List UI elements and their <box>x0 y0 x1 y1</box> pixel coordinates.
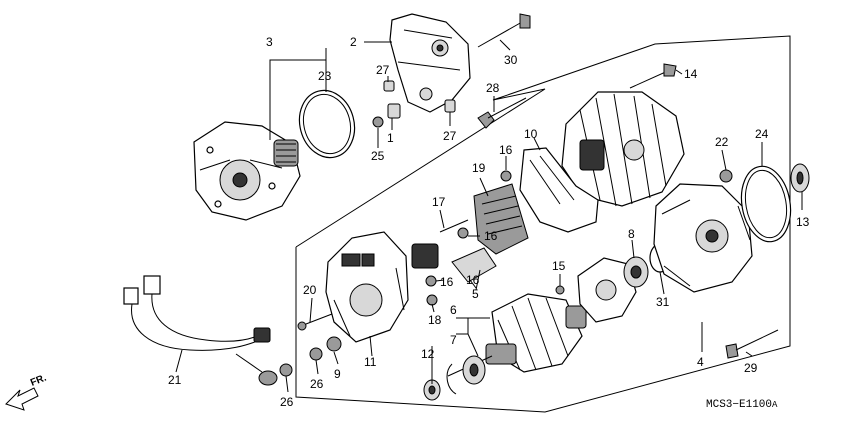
rear-cover-11 <box>325 231 409 343</box>
callout-27a: 27 <box>376 63 390 77</box>
nut-22 <box>719 169 733 183</box>
nut-18 <box>426 294 438 306</box>
direction-label: FR. <box>29 372 48 388</box>
callout-8: 8 <box>628 227 635 241</box>
callout-26b: 26 <box>280 395 294 409</box>
callout-31: 31 <box>656 295 670 309</box>
callout-22: 22 <box>715 135 729 149</box>
screw-15 <box>555 285 565 295</box>
terminal-5 <box>451 247 497 283</box>
nut-26b <box>279 363 293 377</box>
rotor <box>447 293 587 377</box>
callout-21: 21 <box>168 373 182 387</box>
callout-1: 1 <box>387 131 394 145</box>
stator-housing <box>561 91 685 207</box>
diagram-code: MCS3−E1100A <box>706 399 778 411</box>
wire-harness-21 <box>123 275 278 386</box>
bolt-16a <box>500 170 512 182</box>
terminal-block <box>411 243 439 269</box>
assembly-frame <box>295 35 791 413</box>
callout-15: 15 <box>552 259 566 273</box>
callout-9: 9 <box>334 367 341 381</box>
callout-16a: 16 <box>499 143 513 157</box>
screw-17 <box>439 219 469 233</box>
callout-17: 17 <box>432 195 446 209</box>
o-ring-23 <box>298 89 356 159</box>
callout-20: 20 <box>303 283 317 297</box>
through-bolt-14 <box>629 63 677 89</box>
bolt-28 <box>477 97 527 129</box>
nut-25 <box>372 116 384 128</box>
callout-16c: 16 <box>440 275 454 289</box>
callout-10: 10 <box>524 127 538 141</box>
collar-27a <box>383 80 395 92</box>
collar-27b <box>444 99 456 113</box>
callout-28: 28 <box>486 81 500 95</box>
callout-30: 30 <box>504 53 518 67</box>
callout-23: 23 <box>318 69 332 83</box>
o-ring-24 <box>740 165 792 243</box>
leader-lines <box>175 39 803 393</box>
callout-16b: 16 <box>484 229 498 243</box>
callout-5: 5 <box>472 287 479 301</box>
diagram-code-suffix: A <box>772 400 778 410</box>
callout-7: 7 <box>450 333 457 347</box>
bolt-29 <box>725 329 779 359</box>
bolt-16b <box>457 227 469 239</box>
collar-1 <box>387 103 401 119</box>
callout-26a: 26 <box>310 377 324 391</box>
callout-4: 4 <box>697 355 704 369</box>
callout-2: 2 <box>350 35 357 49</box>
callout-13: 13 <box>796 215 810 229</box>
nut-26a <box>309 347 323 361</box>
front-direction-arrow: FR. <box>5 372 48 411</box>
brush-holder-10 <box>519 147 599 233</box>
callout-29: 29 <box>744 361 758 375</box>
callout-14: 14 <box>684 67 698 81</box>
callout-16d: 16 <box>466 273 480 287</box>
callout-27b: 27 <box>443 129 457 143</box>
snap-ring <box>446 363 457 395</box>
callout-19: 19 <box>472 161 486 175</box>
callout-18: 18 <box>428 313 442 327</box>
callout-6: 6 <box>450 303 457 317</box>
mounting-bracket <box>389 13 471 113</box>
bolt-16c <box>425 275 437 287</box>
callout-11: 11 <box>364 355 377 369</box>
regulator-19 <box>473 183 529 255</box>
callout-12: 12 <box>421 347 435 361</box>
callout-24: 24 <box>755 127 769 141</box>
callout-25: 25 <box>371 149 385 163</box>
bolt-30 <box>477 13 531 48</box>
callout-3: 3 <box>266 35 273 49</box>
bolt-20 <box>297 313 333 331</box>
drive-end-housing <box>193 121 301 221</box>
rear-housing-4 <box>653 183 753 293</box>
grommet-9 <box>326 336 342 352</box>
